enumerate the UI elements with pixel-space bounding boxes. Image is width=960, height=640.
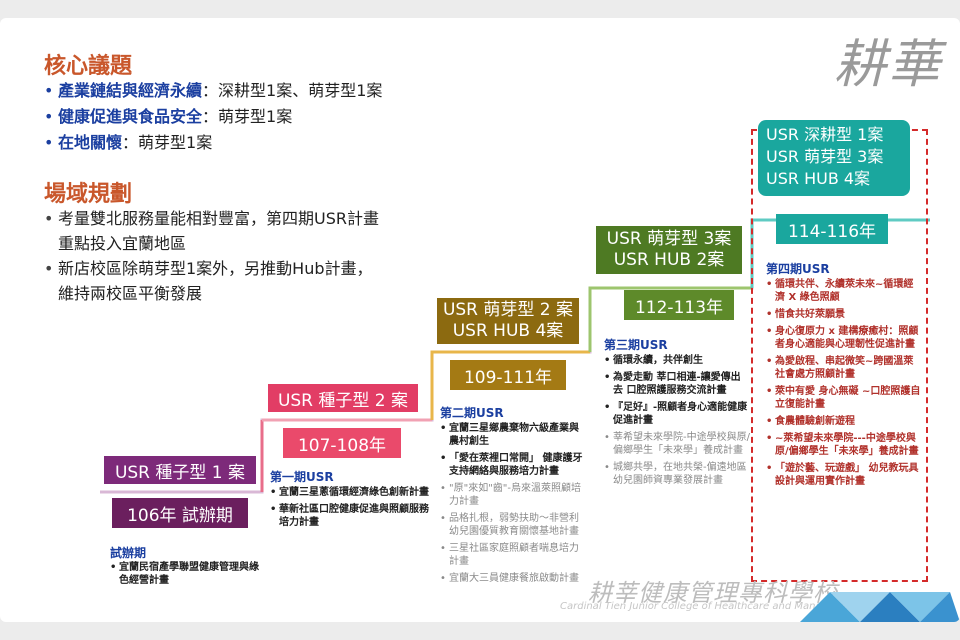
stage3-year-badge: 112-113年 (624, 290, 734, 320)
plan-item: 為愛啟程、串起微笑~跨國溫萊社會處方照顧計畫 (766, 355, 922, 381)
plan-item: 萊中有愛 身心無礙 ~口腔照護自立復能計畫 (766, 385, 922, 411)
plan-item: 宜蘭三星蔥循環經濟綠色創新計畫 (270, 486, 430, 499)
stage2-title: 第二期USR (440, 406, 504, 420)
field-planning-title: 場域規劃 (44, 182, 133, 207)
plan-item: 宜蘭大三員健康餐旅啟動計畫 (440, 572, 588, 585)
plan-item: 惜食共好萊願景 (766, 308, 922, 321)
plan-item: 食農體驗創新遊程 (766, 415, 922, 428)
stage2-plans: 宜蘭三星鄉農棄物六級產業與農村創生 「愛在萊裡口常開」 健康護牙支持網絡與服務培… (440, 422, 588, 589)
plan-item: 循環共伴、永續萊未來~循環經濟 X 綠色照顧 (766, 278, 922, 304)
plan-item: 華新社區口腔健康促進與照顧服務培力計畫 (270, 503, 430, 529)
stage1-year-badge: 107-108年 (283, 428, 401, 458)
plan-item: 身心復原力 x 建構療癒村：照顧者身心適能與心理韌性促進計畫 (766, 325, 922, 351)
plan-item: 為愛走動 莘口相連-讓愛傳出去 口腔照護服務交流計畫 (604, 371, 750, 397)
plan-item: 循環永續，共伴創生 (604, 354, 750, 367)
stage1-plans: 宜蘭三星蔥循環經濟綠色創新計畫 華新社區口腔健康促進與照顧服務培力計畫 (270, 486, 430, 533)
college-watermark-en: Cardinal Tien Junior College of Healthca… (560, 601, 861, 612)
plan-item: 三星社區家庭照顧者喘息培力計畫 (440, 542, 588, 568)
stage4-year-badge: 114-116年 (776, 214, 888, 244)
plan-item: 城鄉共學，在地共榮-偏遠地區幼兒園師資專業發展計畫 (604, 461, 750, 487)
plan-item: 「愛在萊裡口常開」 健康護牙支持網絡與服務培力計畫 (440, 452, 588, 478)
stage3-plans: 循環永續，共伴創生 為愛走動 莘口相連-讓愛傳出去 口腔照護服務交流計畫 『足好… (604, 354, 750, 491)
stage4-title: 第四期USR (766, 262, 830, 276)
stage4-plans: 循環共伴、永續萊未來~循環經濟 X 綠色照顧 惜食共好萊願景 身心復原力 x 建… (766, 278, 922, 492)
slide: 耕華 核心議題 產業鏈結與經濟永續：深耕型1案、萌芽型1案 健康促進與食品安全：… (0, 18, 960, 622)
stage0-plans: 宜蘭民宿產學聯盟健康管理與綠色經營計畫 (110, 561, 260, 591)
core-topic-item: 在地關懷：萌芽型1案 (44, 130, 382, 156)
college-watermark: 耕莘健康管理專科學校 (588, 579, 838, 607)
core-topic-item: 產業鏈結與經濟永續：深耕型1案、萌芽型1案 (44, 78, 382, 104)
field-planning-item: 新店校區除萌芽型1案外，另推動Hub計畫，維持兩校區平衡發展 (44, 256, 454, 306)
plan-item: 『足好』-照顧者身心適能健康促進計畫 (604, 401, 750, 427)
plan-item: ~萊希望未來學院---中途學校與原/偏鄉學生「未來學」養成計畫 (766, 432, 922, 458)
plan-item: 宜蘭三星鄉農棄物六級產業與農村創生 (440, 422, 588, 448)
decorative-triangles (800, 592, 960, 622)
core-topics-title: 核心議題 (44, 54, 133, 79)
stage0-type-badge: USR 種子型 1 案 (104, 456, 256, 484)
plan-item: 莘希望未來學院-中途學校與原/偏鄉學生「未來學」養成計畫 (604, 431, 750, 457)
stage0-title: 試辦期 (110, 546, 147, 560)
stage1-title: 第一期USR (270, 470, 334, 484)
stage1-type-badge: USR 種子型 2 案 (268, 384, 418, 412)
plan-item: 宜蘭民宿產學聯盟健康管理與綠色經營計畫 (110, 561, 260, 587)
stage4-type-badge: USR 深耕型 1案 USR 萌芽型 3案 USR HUB 4案 (758, 120, 910, 196)
stage2-year-badge: 109-111年 (450, 360, 566, 390)
plan-item: "原"來如"齒"-烏來溫萊照顧培力計畫 (440, 482, 588, 508)
core-topics-list: 產業鏈結與經濟永續：深耕型1案、萌芽型1案 健康促進與食品安全：萌芽型1案 在地… (44, 78, 382, 156)
plan-item: 「遊於藝、玩遊戲」 幼兒教玩具設計與運用實作計畫 (766, 462, 922, 488)
stage0-year-badge: 106年 試辦期 (112, 498, 248, 528)
core-topic-item: 健康促進與食品安全：萌芽型1案 (44, 104, 382, 130)
stage3-title: 第三期USR (604, 338, 668, 352)
college-logo: 耕華 (833, 35, 942, 95)
plan-item: 品格扎根，弱勢扶助～非營利幼兒園優質教育關懷基地計畫 (440, 512, 588, 538)
